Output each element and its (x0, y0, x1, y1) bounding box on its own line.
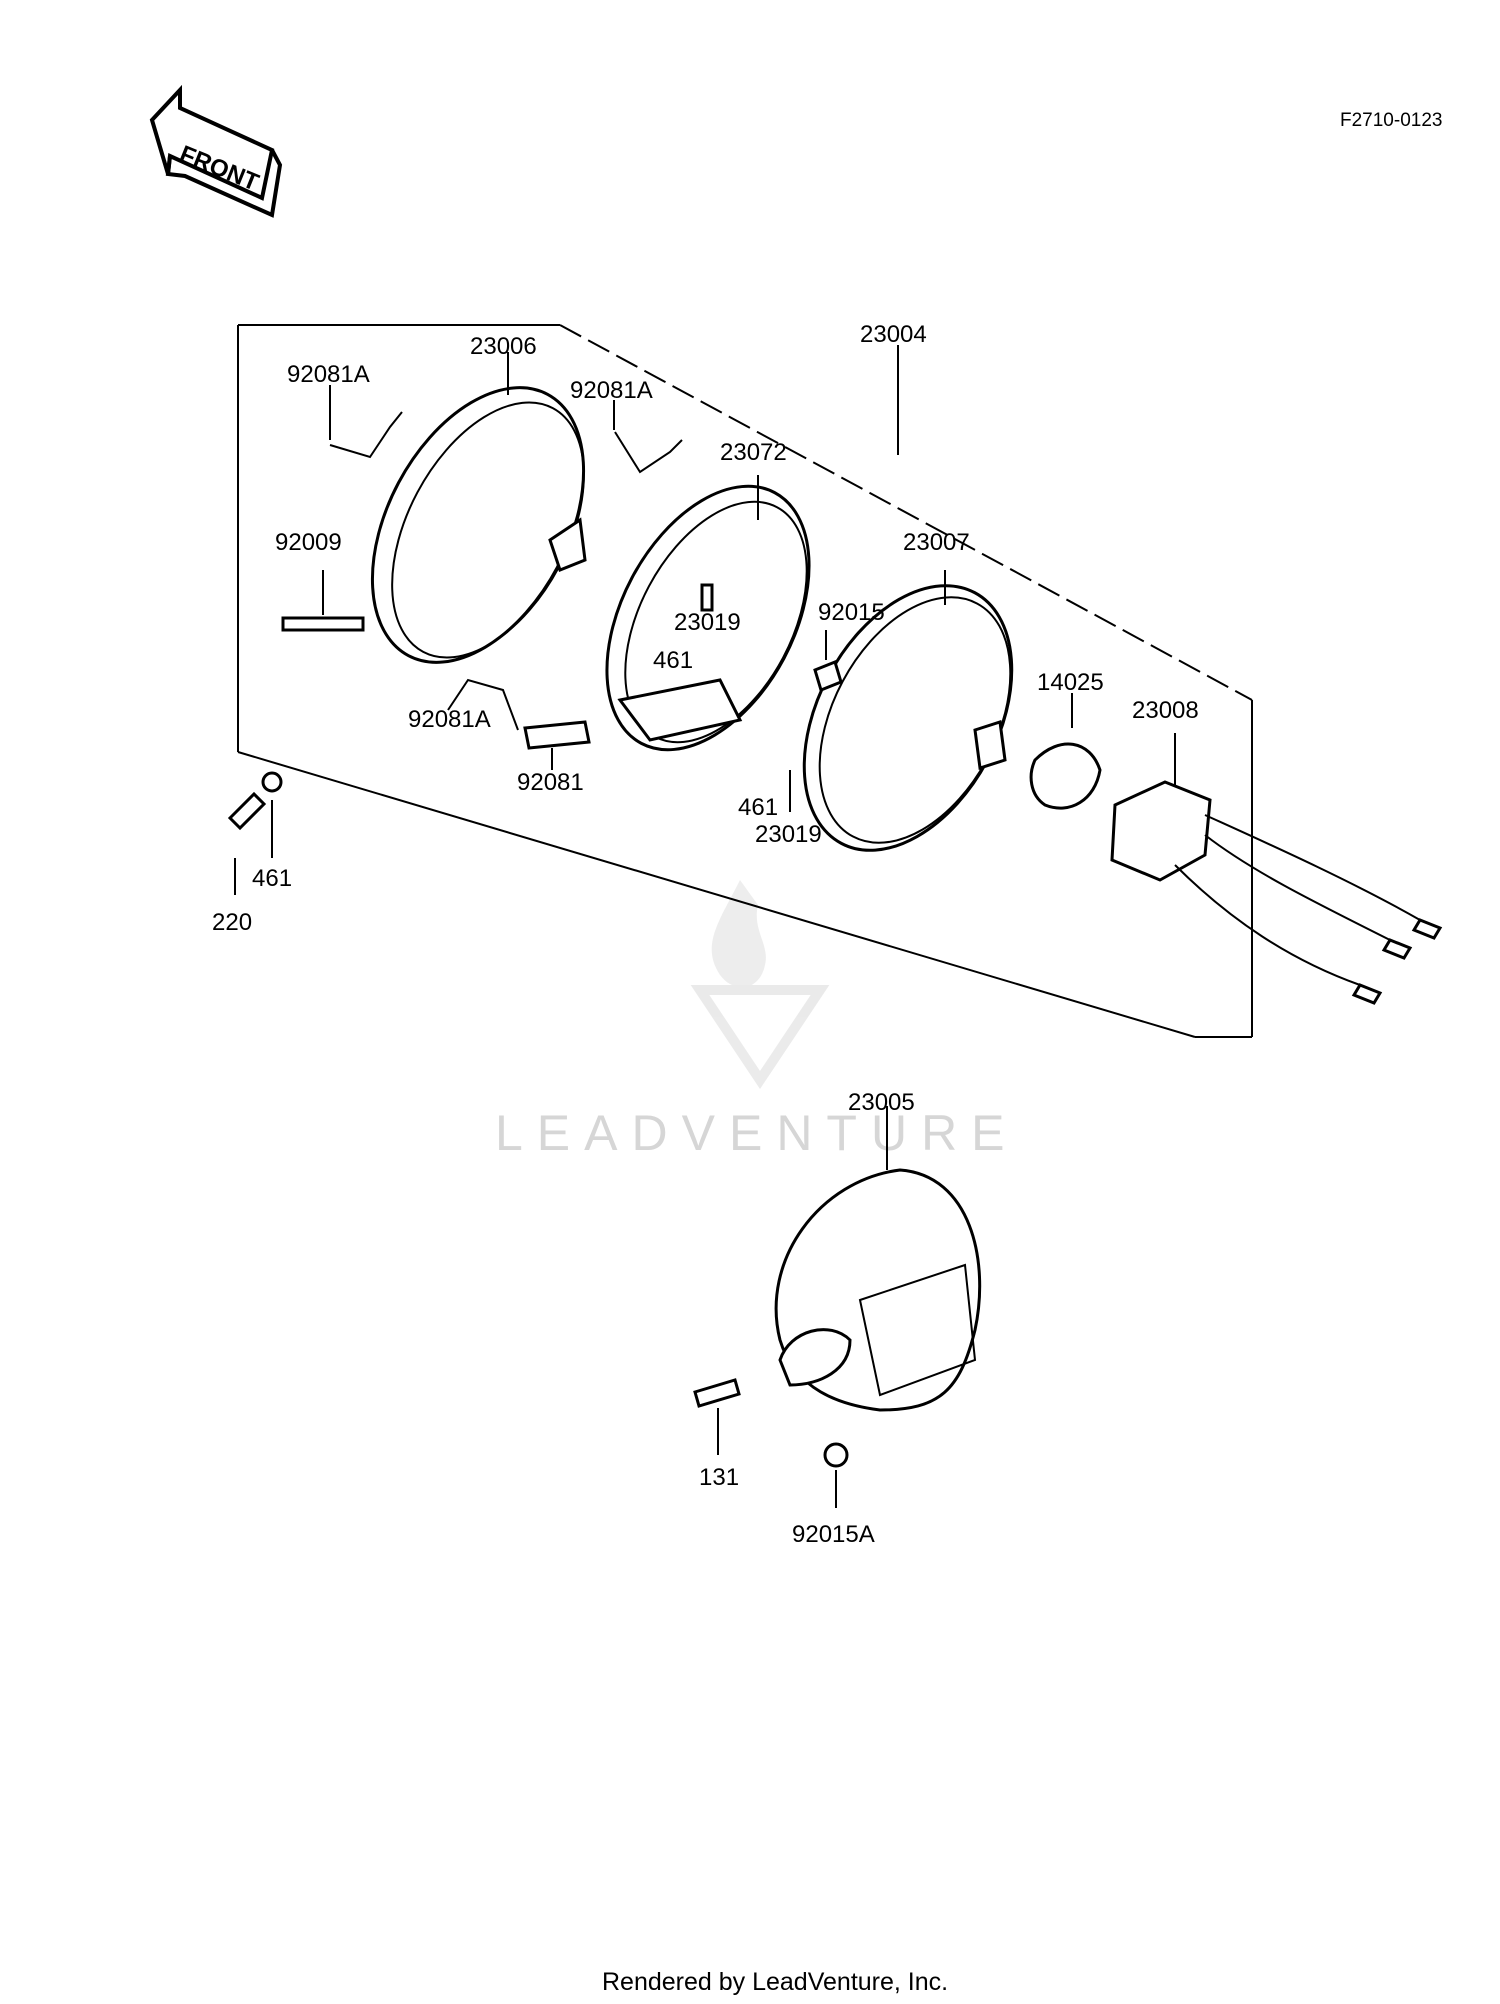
watermark-logo (690, 880, 830, 1090)
boot-14025 (1029, 693, 1102, 810)
label-92081A-lower: 92081A (408, 706, 491, 733)
mount-ring-23072 (605, 475, 811, 752)
shell-23005 (774, 1106, 982, 1412)
front-arrow-icon: FRONT (149, 84, 283, 218)
nut-92015A (823, 1442, 849, 1508)
nut-461-left (261, 771, 283, 858)
bolt-92009 (281, 570, 365, 632)
spring-92081 (523, 720, 591, 770)
label-23019-lower: 23019 (755, 821, 822, 848)
bolt-131 (693, 1378, 741, 1455)
label-23019-upper: 23019 (674, 609, 741, 636)
label-23006: 23006 (470, 333, 537, 360)
watermark-text: LEADVENTURE (495, 1105, 1019, 1161)
drawing-code: F2710-0123 (1340, 110, 1442, 131)
clip-92081A-left (329, 385, 403, 459)
label-23072: 23072 (720, 439, 787, 466)
label-131: 131 (699, 1464, 739, 1491)
label-92015: 92015 (818, 599, 885, 626)
rim-ring-23006 (370, 352, 587, 664)
label-23005: 23005 (848, 1089, 915, 1116)
screw-220 (227, 791, 267, 895)
label-461-left: 461 (252, 865, 292, 892)
footer-credit: Rendered by LeadVenture, Inc. (602, 1968, 948, 1996)
label-461-upper: 461 (653, 647, 693, 674)
socket-23008 (1110, 733, 1443, 1005)
clip-92081A-lower (447, 678, 519, 731)
lamp-unit-23007 (802, 570, 1014, 852)
label-23008: 23008 (1132, 697, 1199, 724)
clip-92081A-right (613, 400, 683, 474)
label-23007: 23007 (903, 529, 970, 556)
label-92009: 92009 (275, 529, 342, 556)
clip-92015 (813, 630, 843, 693)
label-14025: 14025 (1037, 669, 1104, 696)
label-220: 220 (212, 909, 252, 936)
label-23004: 23004 (860, 321, 927, 348)
label-92081A-left: 92081A (287, 361, 370, 388)
label-92081: 92081 (517, 769, 584, 796)
label-461-lower: 461 (738, 794, 778, 821)
label-92015A: 92015A (792, 1521, 875, 1548)
screw-23019-upper (700, 583, 714, 612)
label-92081A-right: 92081A (570, 377, 653, 404)
assembly-frame (237, 324, 1253, 1038)
